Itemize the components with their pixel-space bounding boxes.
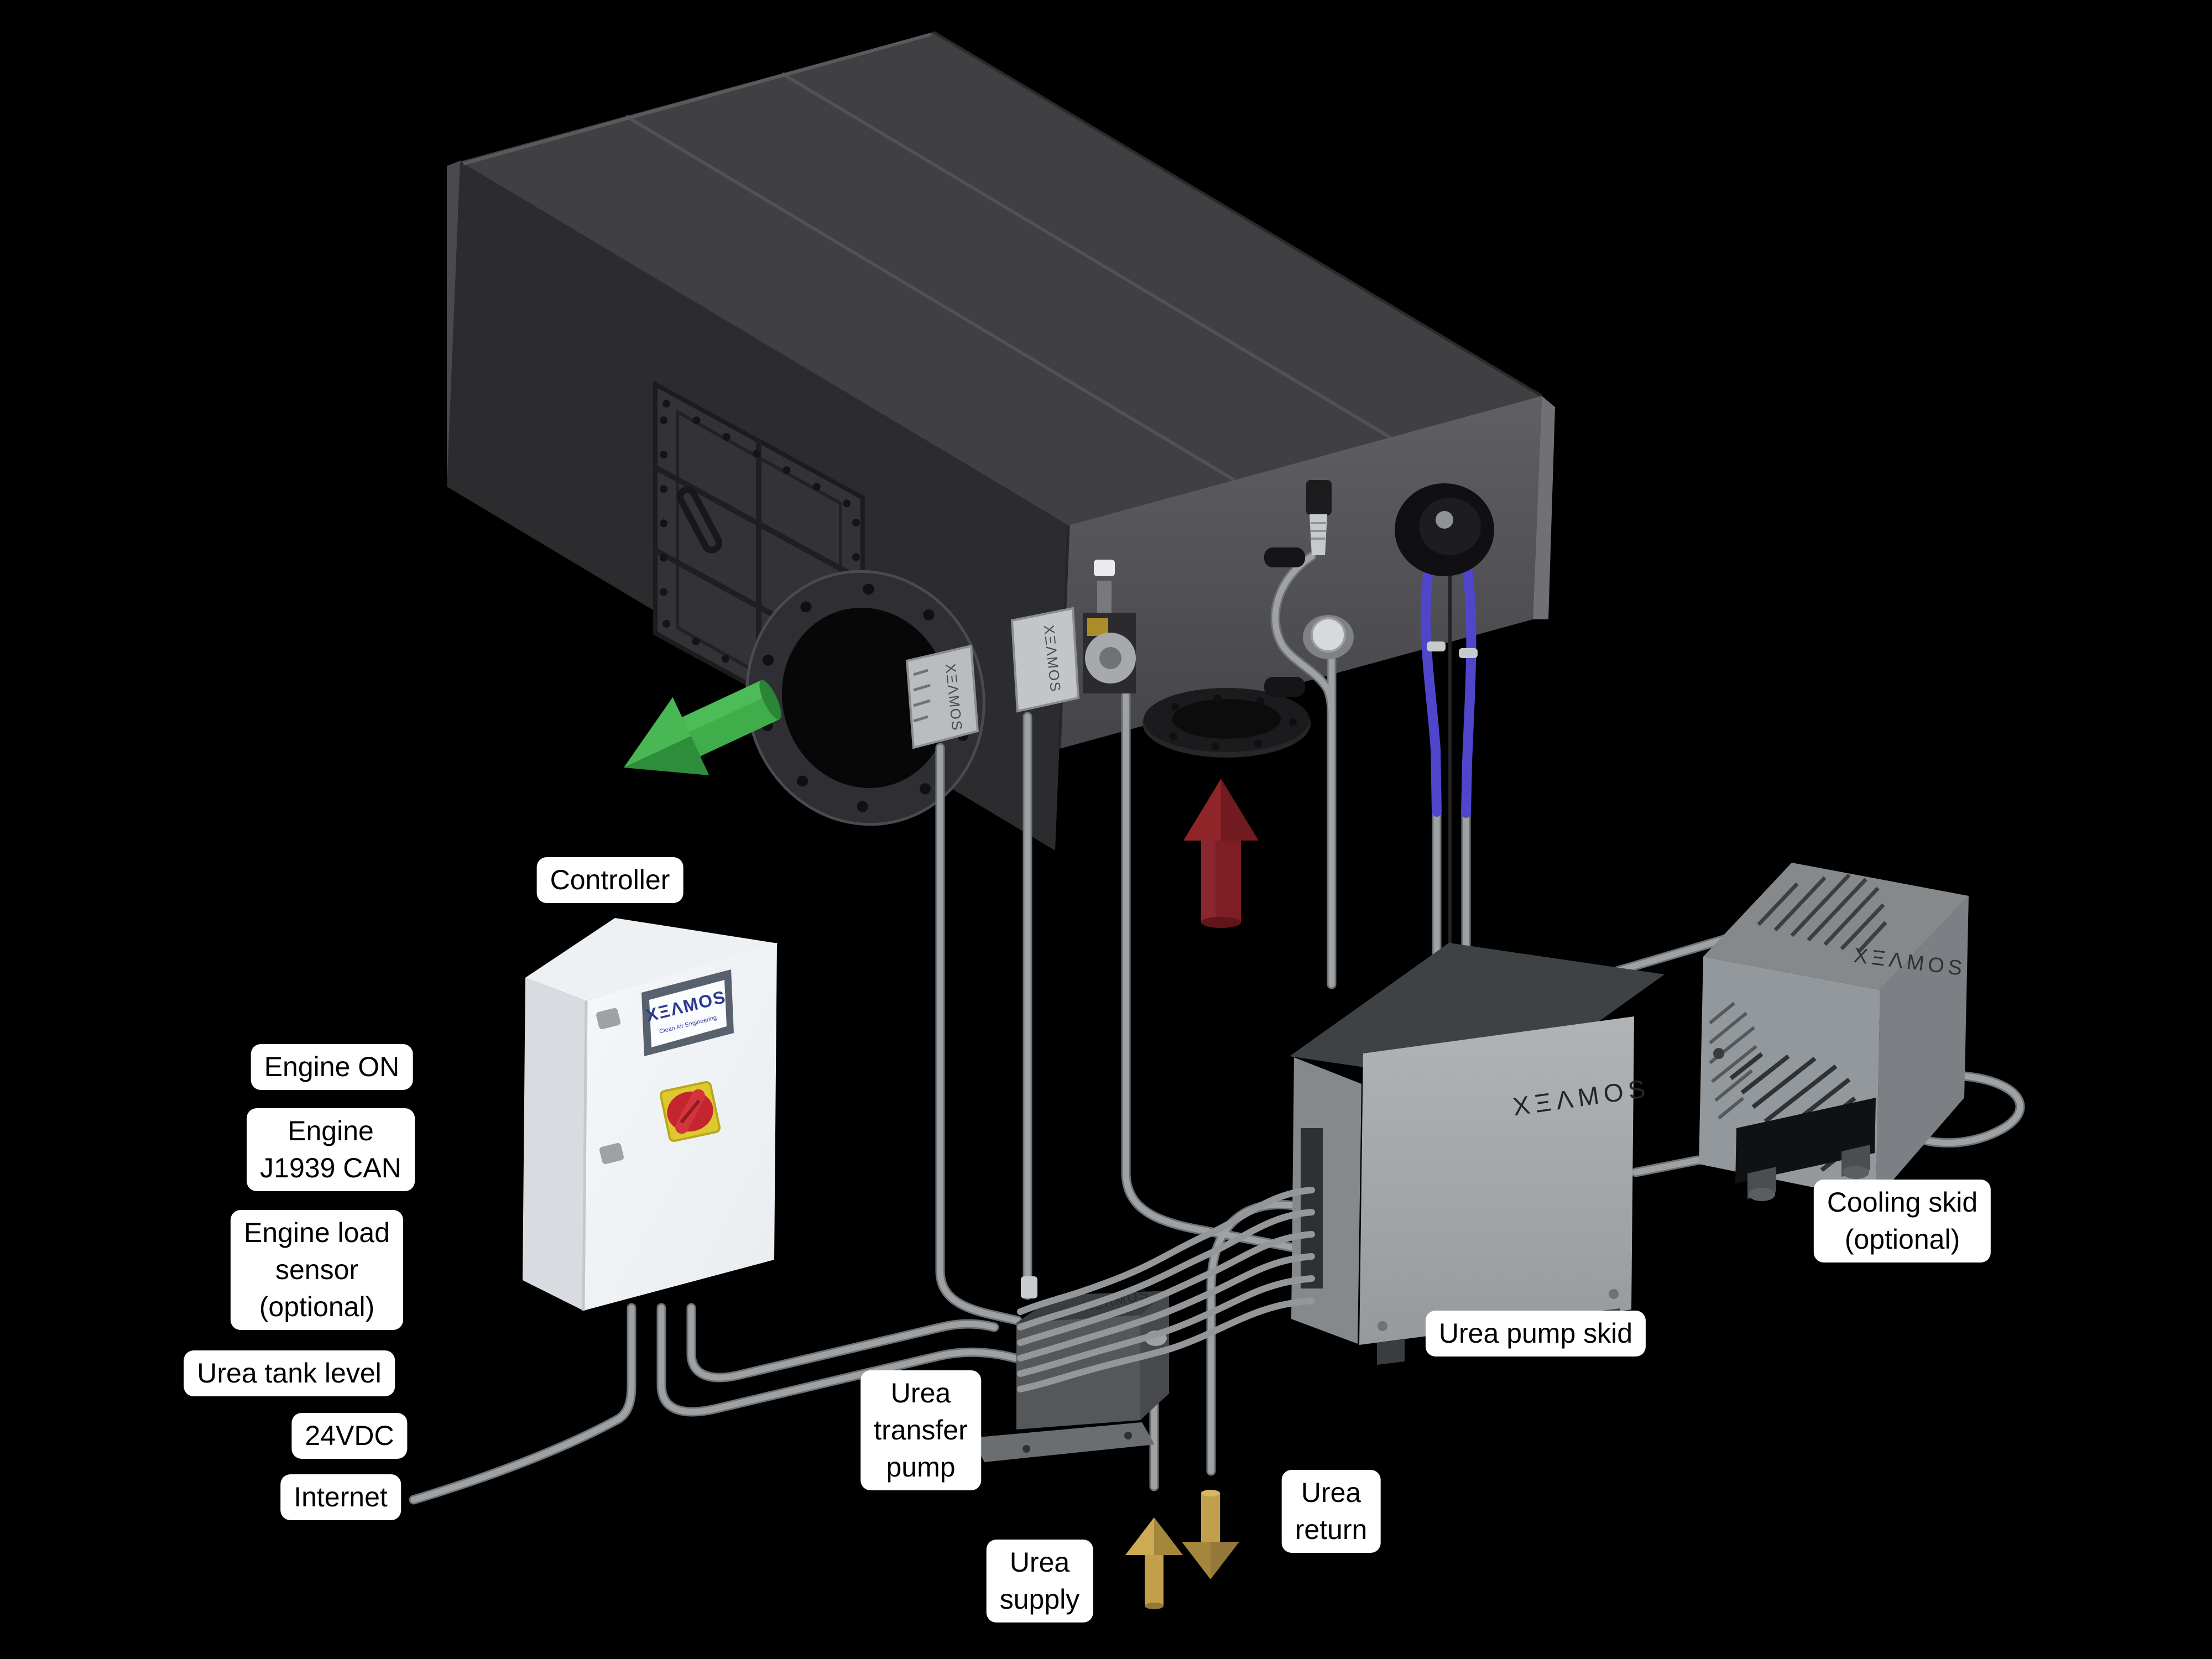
temperature-dome-sensor [1303,615,1354,659]
silencer-front-face [1060,396,1542,749]
exhaust-in-arrow-icon [1183,779,1259,928]
silencer-top-edge-highlight [463,33,932,165]
silencer-back-edge [932,30,1543,398]
label-urea-return: Urea return [1281,1470,1381,1553]
controller-screen[interactable]: XΞΛMOS Clean Air Engineering [641,969,734,1056]
sensor-standoff-2 [1264,677,1305,697]
label-engine-j1939-can: Engine J1939 CAN [247,1108,415,1191]
label-24vdc: 24VDC [291,1413,408,1459]
sensor-standoff [1264,547,1305,567]
cooling-top-vents [1757,873,1887,954]
urea-tube-bundle [1017,1187,1315,1392]
urea-pump-skid-unit: XΞΛMOS [1290,943,1665,1365]
exhaust-inlet-flange [1142,688,1311,758]
cooling-side-vents [1709,1001,1757,1120]
inlet-flange-bolts [1156,694,1297,750]
label-controller: Controller [536,857,684,903]
label-urea-transfer-pump: Urea transfer pump [860,1370,981,1490]
label-internet: Internet [280,1474,401,1520]
pipe-sensor-cable-1 [935,743,1022,1326]
pipe-internet-line [409,1303,637,1505]
label-urea-tank-level: Urea tank level [184,1350,395,1396]
label-engine-on: Engine ON [251,1044,413,1090]
exhaust-out-arrow-icon [624,680,781,776]
pressure-sensor [1306,480,1332,555]
label-engine-load-sensor: Engine load sensor (optional) [230,1210,404,1330]
label-urea-pump-skid: Urea pump skid [1425,1311,1646,1357]
pipe-controller-cable-3 [686,1303,999,1383]
power-switch[interactable] [659,1081,721,1142]
urea-injector-port [1395,483,1494,658]
nox-sensor-box-2: XΞΛMOS [1010,607,1080,713]
silencer-top-face [460,32,1542,525]
urea-return-arrow-icon [1182,1490,1239,1579]
exhaust-outlet-flange [745,570,985,826]
label-urea-supply: Urea supply [986,1540,1093,1623]
controller-cabinet: XΞΛMOS Clean Air Engineering [523,918,778,1311]
dosing-valve [1083,560,1136,693]
label-cooling-skid: Cooling skid (optional) [1813,1180,1991,1262]
silencer-right-edge [1533,396,1555,619]
pipe-dosing-line [1121,690,1316,1256]
urea-hoses-blue [1420,557,1477,818]
door-latch-bottom[interactable] [599,1142,625,1165]
door-latch-top[interactable] [596,1008,622,1030]
silencer-top-seams [625,72,1391,482]
silencer-sensors: XΞΛMOS XΞΛMOS [905,480,1494,749]
nox-sensor-box-1: XΞΛMOS [905,644,979,749]
urea-supply-arrow-icon [1125,1517,1183,1609]
cooling-skid-unit: XΞΛMOS [1699,863,1969,1201]
scr-silencer-unit [447,30,1555,851]
